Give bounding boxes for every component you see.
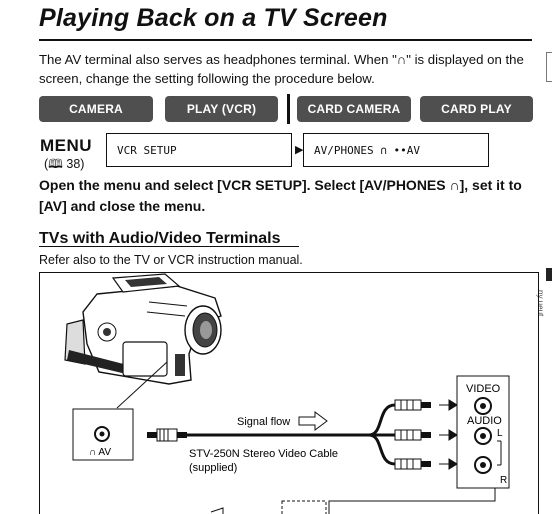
- diagram-frame: [39, 272, 539, 514]
- tv-audio-label: AUDIO: [467, 415, 502, 427]
- side-margin-box: [546, 52, 552, 82]
- intro-paragraph: The AV terminal also serves as headphone…: [39, 52, 524, 86]
- camera-port-label: ∩ AV: [89, 447, 111, 458]
- signal-flow-label: Signal flow: [237, 416, 290, 428]
- menu-value-box: AV/PHONES ∩ ••AV: [303, 133, 489, 167]
- menu-page-ref: (🕮 38): [44, 157, 85, 171]
- mode-button-card-play: CARD PLAY: [420, 96, 533, 122]
- tv-r-label: R: [500, 475, 507, 486]
- cable-label-line2: (supplied): [189, 462, 237, 474]
- tv-video-label: VIDEO: [466, 383, 501, 395]
- title-rule: [39, 39, 532, 41]
- menu-label: MENU: [40, 136, 93, 155]
- rca-plug-audio-r: [394, 458, 458, 470]
- connection-diagram: ∩ AV Signal flow STV-250N Stereo Video C…: [39, 272, 539, 514]
- page-title: Playing Back on a TV Screen: [39, 4, 388, 32]
- mode-button-play-vcr: PLAY (VCR): [165, 96, 278, 122]
- mode-button-card-camera: CARD CAMERA: [297, 96, 411, 122]
- rca-plug-video: [394, 399, 458, 411]
- section-note: Refer also to the TV or VCR instruction …: [39, 253, 303, 267]
- menu-arrow-icon: ▶: [295, 144, 304, 156]
- camcorder-illustration: [64, 273, 222, 409]
- rca-plug-audio-l: [394, 429, 458, 441]
- section-title: TVs with Audio/Video Terminals: [39, 230, 281, 247]
- mode-button-camera: CAMERA: [39, 96, 153, 122]
- cable-plug-tip: [147, 432, 157, 438]
- mode-separator: [287, 94, 290, 124]
- cable-label-line1: STV-250N Stereo Video Cable: [189, 448, 338, 460]
- section-rule: [39, 246, 299, 247]
- menu-setting-box: VCR SETUP: [106, 133, 292, 167]
- instruction-text: Open the menu and select [VCR SETUP]. Se…: [39, 177, 522, 214]
- tv-l-label: L: [497, 428, 503, 439]
- side-tab-marker: [546, 268, 552, 281]
- signal-flow-arrow-icon: [298, 411, 328, 431]
